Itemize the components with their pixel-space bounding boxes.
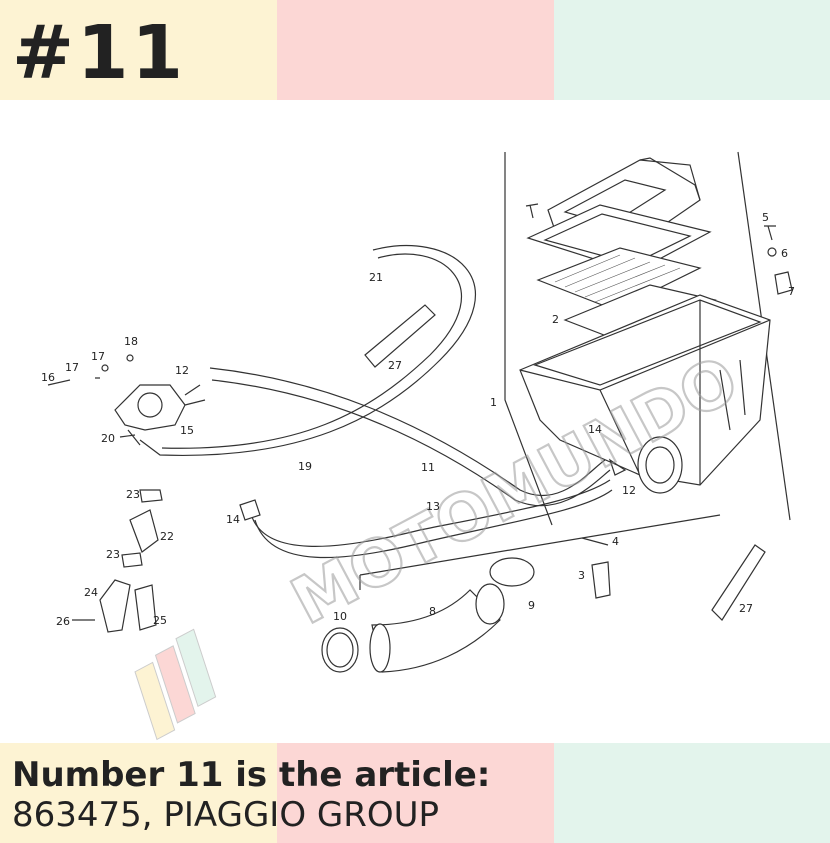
label-8: 8 <box>429 605 436 618</box>
header-band-yellow <box>0 0 277 100</box>
label-26: 26 <box>56 615 70 628</box>
label-2: 2 <box>552 313 559 326</box>
label-25: 25 <box>153 614 167 627</box>
watermark-text: MOTOMUNDO <box>280 343 750 640</box>
label-17a: 17 <box>65 361 79 374</box>
label-20: 20 <box>101 432 115 445</box>
label-5: 5 <box>762 211 769 224</box>
label-24: 24 <box>84 586 98 599</box>
air-filter-box <box>519 157 793 494</box>
label-11: 11 <box>421 461 435 474</box>
exploded-parts-diagram: MOTOMUNDO 1 2 3 4 5 6 7 8 9 10 11 12 12 … <box>41 151 795 741</box>
label-22: 22 <box>160 530 174 543</box>
label-3: 3 <box>578 569 585 582</box>
label-23b: 23 <box>106 548 120 561</box>
label-10: 10 <box>333 610 347 623</box>
part-number-title: #11 <box>12 10 186 96</box>
lower-left-parts <box>72 489 261 633</box>
valve-assembly <box>47 354 206 438</box>
label-15: 15 <box>180 424 194 437</box>
part-labels: 1 2 3 4 5 6 7 8 9 10 11 12 12 13 14 14 1… <box>41 211 795 628</box>
section-divider-line <box>359 514 721 590</box>
label-12b: 12 <box>622 484 636 497</box>
label-19: 19 <box>298 460 312 473</box>
label-1: 1 <box>490 396 497 409</box>
label-9: 9 <box>528 599 535 612</box>
label-27b: 27 <box>739 602 753 615</box>
label-4: 4 <box>612 535 619 548</box>
label-17b: 17 <box>91 350 105 363</box>
footer-band-mint <box>554 743 830 843</box>
foam-strip <box>364 304 436 368</box>
label-14a: 14 <box>226 513 240 526</box>
header-band-mint <box>554 0 830 100</box>
label-16: 16 <box>41 371 55 384</box>
label-13: 13 <box>426 500 440 513</box>
article-caption: Number 11 is the article: <box>12 755 491 795</box>
label-6: 6 <box>781 247 788 260</box>
label-23a: 23 <box>126 488 140 501</box>
label-21: 21 <box>369 271 383 284</box>
intake-boot-and-clamps <box>321 458 627 673</box>
label-12a: 12 <box>175 364 189 377</box>
section-divider-line <box>504 152 553 526</box>
label-27a: 27 <box>388 359 402 372</box>
watermark: MOTOMUNDO <box>134 342 751 741</box>
header-band-pink <box>277 0 554 100</box>
label-18: 18 <box>124 335 138 348</box>
label-7: 7 <box>788 285 795 298</box>
footer-band-pink <box>277 743 554 843</box>
footer-band-yellow <box>0 743 277 843</box>
foam-strip <box>711 544 766 621</box>
label-14b: 14 <box>588 423 602 436</box>
article-number-and-brand: 863475, PIAGGIO GROUP <box>12 795 440 835</box>
hose-lines <box>127 245 613 559</box>
